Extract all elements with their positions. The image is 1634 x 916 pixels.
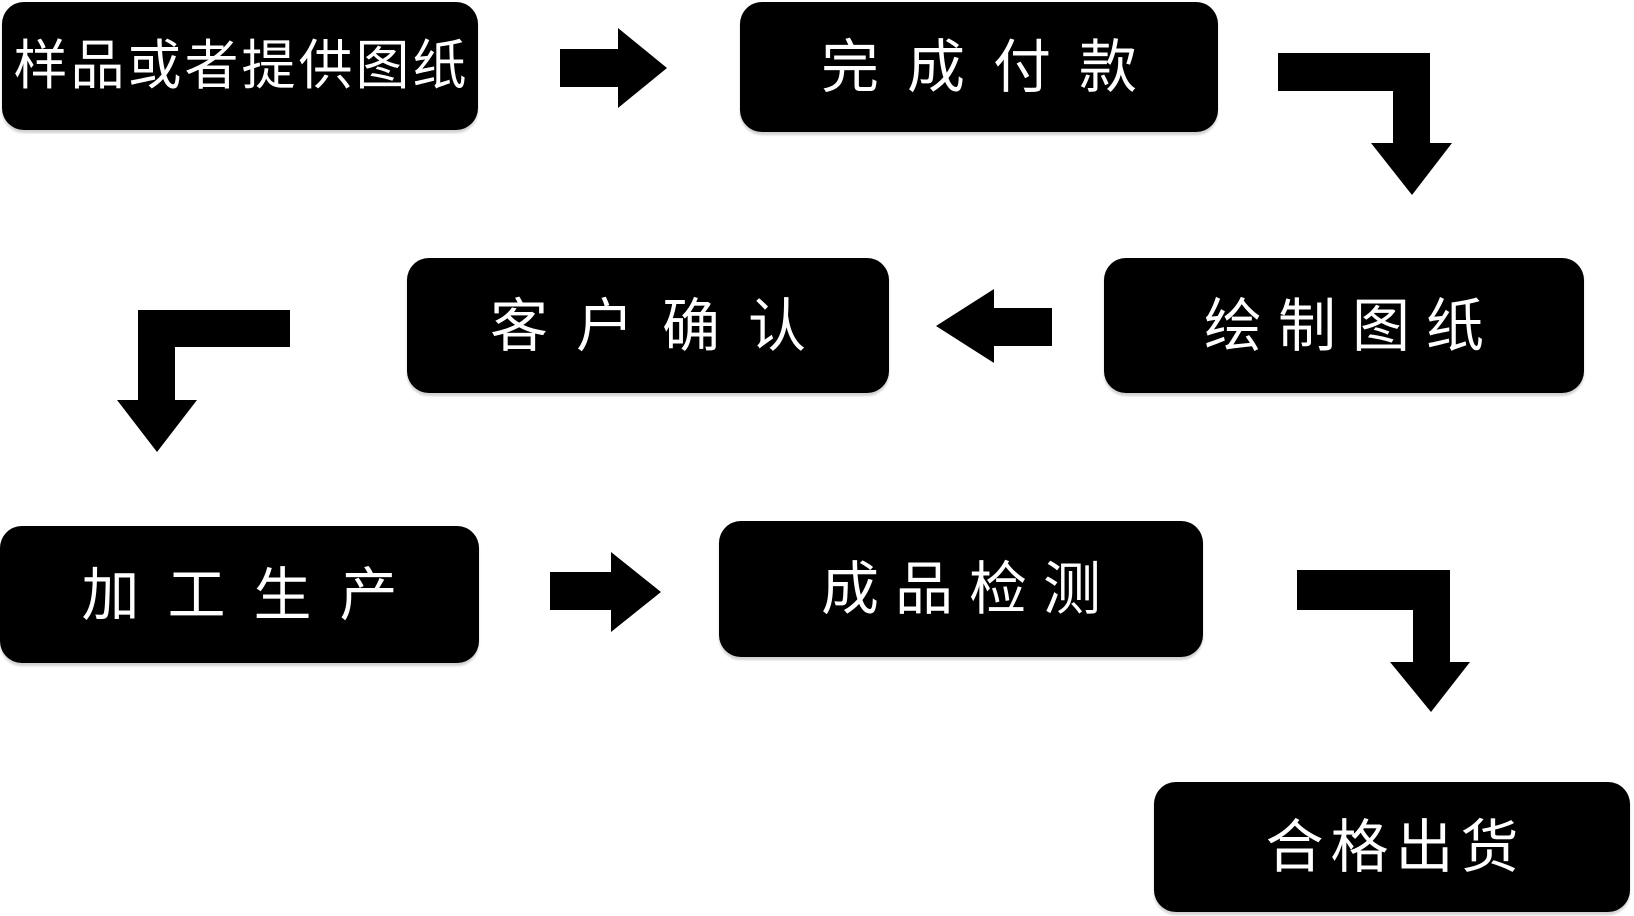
node-product-inspection-label: 成品检测: [820, 555, 1117, 623]
arrow-drawing-to-confirm: [936, 289, 1052, 363]
node-customer-confirm: 客户确认: [407, 258, 889, 393]
node-draw-drawing: 绘制图纸: [1104, 258, 1584, 393]
elbow-arrow-payment-to-drawing: [1278, 53, 1452, 195]
node-product-inspection: 成品检测: [719, 521, 1203, 657]
node-sample-or-drawing: 样品或者提供图纸: [2, 2, 478, 130]
node-sample-or-drawing-label: 样品或者提供图纸: [13, 34, 470, 97]
node-processing-production-label: 加工生产: [81, 560, 426, 629]
node-processing-production: 加工生产: [0, 526, 479, 663]
arrow-sample-to-payment: [560, 28, 667, 108]
node-qualified-shipment: 合格出货: [1154, 782, 1630, 912]
node-complete-payment-label: 完成付款: [820, 33, 1165, 101]
arrow-production-to-inspection: [550, 552, 661, 632]
node-complete-payment: 完成付款: [740, 2, 1218, 132]
node-customer-confirm-label: 客户确认: [489, 291, 834, 360]
node-qualified-shipment-label: 合格出货: [1265, 813, 1526, 881]
elbow-arrow-inspection-to-shipment: [1297, 570, 1470, 712]
elbow-arrow-confirm-to-production: [117, 310, 290, 452]
node-draw-drawing-label: 绘制图纸: [1203, 291, 1500, 360]
